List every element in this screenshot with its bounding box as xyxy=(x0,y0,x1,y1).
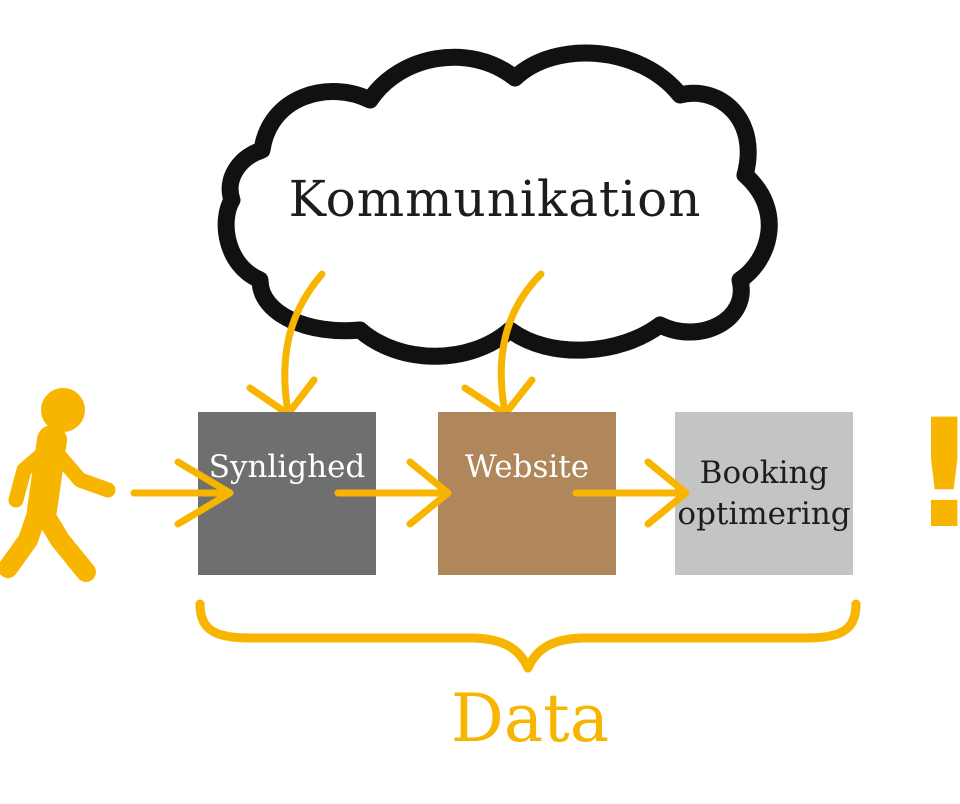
website-box: Website xyxy=(438,412,616,575)
booking-box-bg xyxy=(675,412,853,575)
booking-box: Booking optimering xyxy=(675,412,853,575)
exclamation-icon: ! xyxy=(910,400,960,550)
website-to-booking-arrowhead xyxy=(644,458,690,528)
synlighed-label: Synlighed xyxy=(208,449,366,486)
cloud-to-synlighed-arrow xyxy=(281,270,326,416)
synlighed-box: Synlighed xyxy=(198,412,376,575)
data-brace xyxy=(195,599,861,673)
cloud-to-website-arrow xyxy=(497,270,545,416)
synlighed-to-website-arrowhead xyxy=(406,458,452,528)
cloud-shape xyxy=(217,44,778,365)
data-label: Data xyxy=(450,680,610,757)
booking-label: Booking optimering xyxy=(677,455,851,532)
person-to-synlighed-arrowhead xyxy=(174,458,234,528)
cloud-title: Kommunikation xyxy=(288,170,702,228)
walking-person-icon xyxy=(0,388,116,582)
website-label: Website xyxy=(464,449,590,486)
